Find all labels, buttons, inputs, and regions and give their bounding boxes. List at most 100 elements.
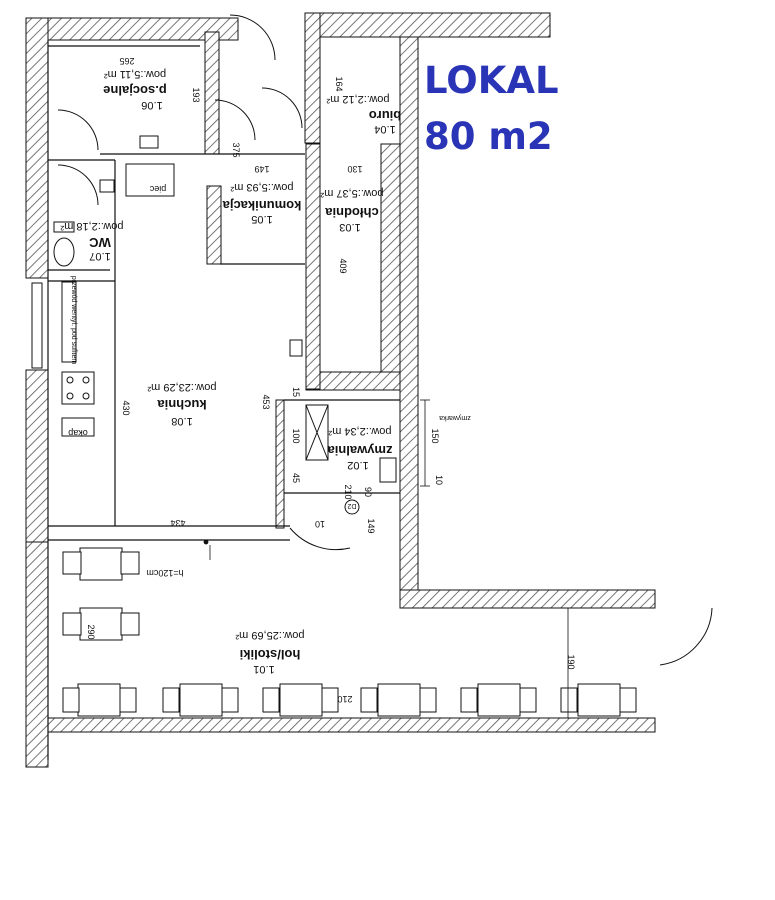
dim-150: 150 bbox=[430, 428, 440, 443]
wall-left-upper bbox=[25, 17, 49, 279]
wall-right-vertical bbox=[399, 36, 419, 608]
dim-149: 149 bbox=[254, 164, 269, 174]
chair bbox=[62, 687, 80, 713]
dim-409: 409 bbox=[338, 258, 348, 273]
room-name-1-05: komunikacja bbox=[222, 198, 302, 213]
furniture-tables bbox=[62, 547, 637, 717]
dim-90: 90 bbox=[363, 487, 373, 497]
dim-h120: h=120cm bbox=[146, 568, 183, 578]
dim-190: 190 bbox=[566, 654, 576, 669]
chair bbox=[120, 551, 140, 575]
doors bbox=[57, 14, 713, 666]
dim-453: 453 bbox=[261, 394, 271, 409]
stove-icon bbox=[61, 371, 95, 405]
dim-430: 430 bbox=[121, 400, 131, 415]
wall-dishroom-left bbox=[275, 399, 285, 529]
room-area-1-03: pow.:5,37 m² bbox=[320, 187, 383, 199]
wall-cold-room-right bbox=[380, 143, 401, 390]
dim-164: 164 bbox=[334, 76, 344, 91]
label-zmywarka: zmywarka bbox=[439, 414, 471, 421]
sink-dishroom bbox=[379, 457, 397, 483]
door-arc-wc bbox=[57, 164, 99, 206]
chair bbox=[119, 687, 137, 713]
table bbox=[477, 683, 521, 717]
chair bbox=[162, 687, 180, 713]
wall-corridor-left bbox=[206, 185, 222, 265]
table bbox=[179, 683, 223, 717]
dim-100: 100 bbox=[291, 428, 301, 443]
chair bbox=[419, 687, 437, 713]
fixtures bbox=[31, 135, 397, 483]
room-area-1-04: pow.:2,12 m² bbox=[326, 93, 389, 105]
walls bbox=[25, 12, 656, 768]
label-vent: przewód wentyl. pod sufitem bbox=[70, 276, 77, 364]
wall-office-left bbox=[304, 12, 321, 144]
dim-149-b: 149 bbox=[366, 518, 376, 533]
vent-duct bbox=[61, 281, 77, 363]
table bbox=[77, 683, 121, 717]
room-name-1-07: WC bbox=[89, 235, 111, 250]
room-area-1-02: pow.:2,34 m² bbox=[328, 425, 391, 437]
chair bbox=[262, 687, 280, 713]
room-labels: hol/stoliki pow.:25,69 m² 1.01 zmywalnia… bbox=[60, 56, 576, 704]
chair bbox=[62, 551, 82, 575]
dim-193: 193 bbox=[191, 87, 201, 102]
label-piec: piec bbox=[149, 184, 166, 194]
room-area-1-01: pow.:25,69 m² bbox=[235, 629, 304, 641]
chair bbox=[221, 687, 239, 713]
room-no-1-02: 1.02 bbox=[347, 459, 368, 471]
room-no-1-05: 1.05 bbox=[251, 213, 272, 225]
wall-social-right bbox=[204, 31, 220, 155]
dim-434: 434 bbox=[170, 518, 185, 528]
interior-lines bbox=[47, 40, 400, 760]
room-name-1-03: chłodnia bbox=[325, 205, 379, 220]
chair bbox=[460, 687, 478, 713]
room-area-1-08: pow.:23,29 m² bbox=[147, 381, 216, 393]
room-area-1-05: pow.:5,93 m² bbox=[230, 181, 293, 193]
chair bbox=[321, 687, 339, 713]
door-arc-office bbox=[261, 87, 303, 129]
chair bbox=[519, 687, 537, 713]
label-okap: okap bbox=[68, 428, 88, 438]
dimension-lines bbox=[203, 399, 569, 718]
room-no-1-01: 1.01 bbox=[253, 663, 274, 675]
toilet-icon bbox=[53, 237, 75, 267]
room-name-1-02: zmywalnia bbox=[327, 443, 393, 458]
room-no-1-03: 1.03 bbox=[339, 221, 360, 233]
oven-icon bbox=[125, 163, 175, 197]
dim-210-b: 210 bbox=[337, 694, 352, 704]
table bbox=[577, 683, 621, 717]
chair bbox=[560, 687, 578, 713]
sink-wc bbox=[99, 179, 115, 193]
room-area-1-06: pow.:5,11 m² bbox=[104, 68, 166, 80]
room-name-1-01: hol/stoliki bbox=[240, 647, 301, 662]
dim-290: 290 bbox=[86, 624, 96, 639]
room-no-1-04: 1.04 bbox=[374, 123, 395, 135]
room-area-1-07: pow.:2,18 m² bbox=[60, 220, 123, 232]
wall-bottom bbox=[47, 717, 656, 733]
chair bbox=[360, 687, 378, 713]
door-tag-d2: D2 bbox=[347, 502, 356, 509]
toilet-tank bbox=[53, 221, 75, 233]
dim-375: 375 bbox=[231, 142, 241, 157]
wall-right-lower bbox=[399, 589, 656, 609]
dim-210: 210 bbox=[343, 484, 353, 499]
table bbox=[279, 683, 323, 717]
dim-10-b: 10 bbox=[434, 475, 444, 485]
door-arc-social bbox=[57, 109, 99, 151]
chair bbox=[619, 687, 637, 713]
door-arc-dishroom bbox=[289, 527, 351, 551]
table bbox=[377, 683, 421, 717]
chair bbox=[62, 612, 82, 636]
sink-social bbox=[139, 135, 159, 149]
wall-left-lower bbox=[25, 541, 49, 768]
dim-265: 265 bbox=[119, 56, 134, 66]
dim-45: 45 bbox=[291, 473, 301, 483]
table bbox=[79, 547, 123, 581]
door-arc-top bbox=[229, 14, 276, 61]
door-arc-entrance bbox=[659, 607, 713, 666]
room-name-1-08: kuchnia bbox=[157, 397, 207, 412]
window-left bbox=[31, 282, 43, 369]
title-area: 80 m2 bbox=[424, 115, 553, 158]
